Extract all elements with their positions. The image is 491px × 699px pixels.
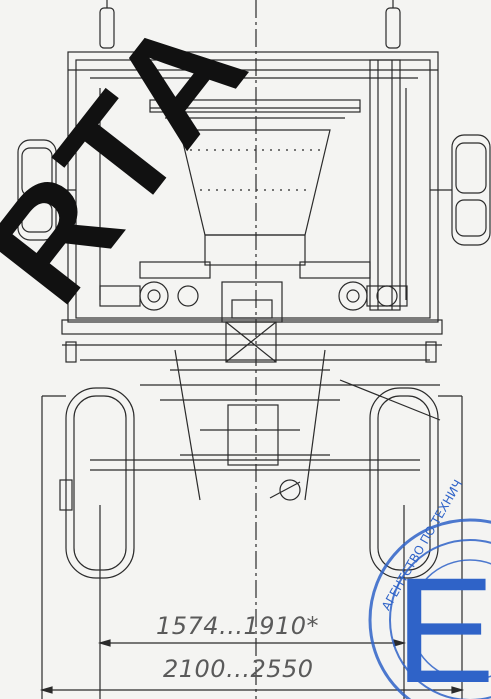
- suspension: [90, 349, 441, 501]
- official-stamp: [368, 518, 491, 699]
- right-top-light: [385, 0, 401, 49]
- track-width-label: 1574...1910*: [156, 612, 320, 640]
- right-wheel-outer-rect: [438, 395, 463, 699]
- hopper: [149, 99, 361, 266]
- right-spinner-unit: [299, 261, 408, 311]
- overall-width-label: 2100...2550: [163, 655, 314, 683]
- left-mirror: [17, 139, 76, 241]
- left-top-light: [99, 0, 115, 49]
- left-wheel-outer-rect: [41, 395, 73, 699]
- center-gearbox: [221, 281, 283, 363]
- front-bumper: [61, 319, 443, 363]
- stamp-letter: Е: [394, 546, 491, 699]
- right-mirror: [430, 134, 491, 246]
- overall-width-dimension-line: [39, 686, 465, 694]
- left-spinner-unit: [99, 261, 211, 311]
- body-frame: [67, 51, 439, 323]
